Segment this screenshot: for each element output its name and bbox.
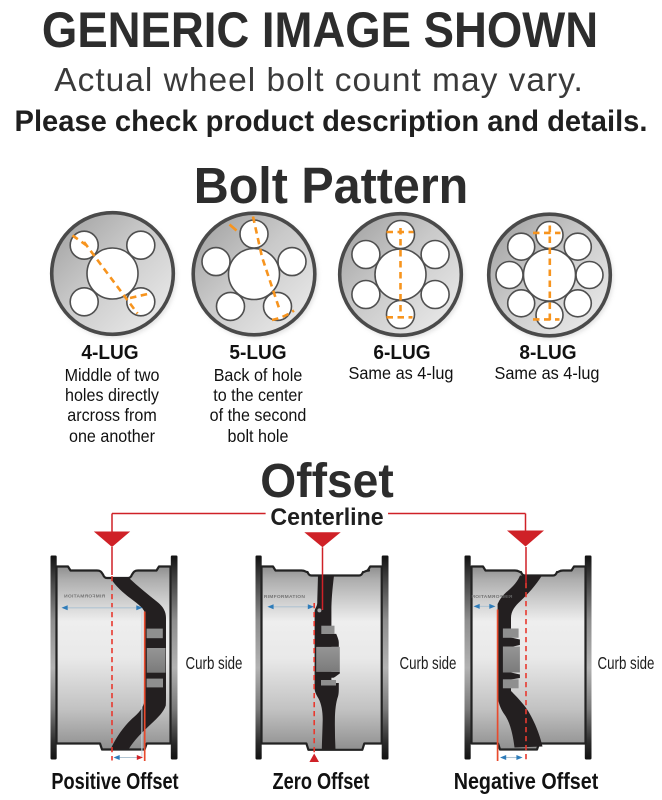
svg-text:RIMFORMATION: RIMFORMATION [64, 594, 105, 600]
svg-text:RIMFORMATION: RIMFORMATION [471, 594, 512, 600]
svg-text:RIMFORMATION: RIMFORMATION [264, 594, 305, 600]
